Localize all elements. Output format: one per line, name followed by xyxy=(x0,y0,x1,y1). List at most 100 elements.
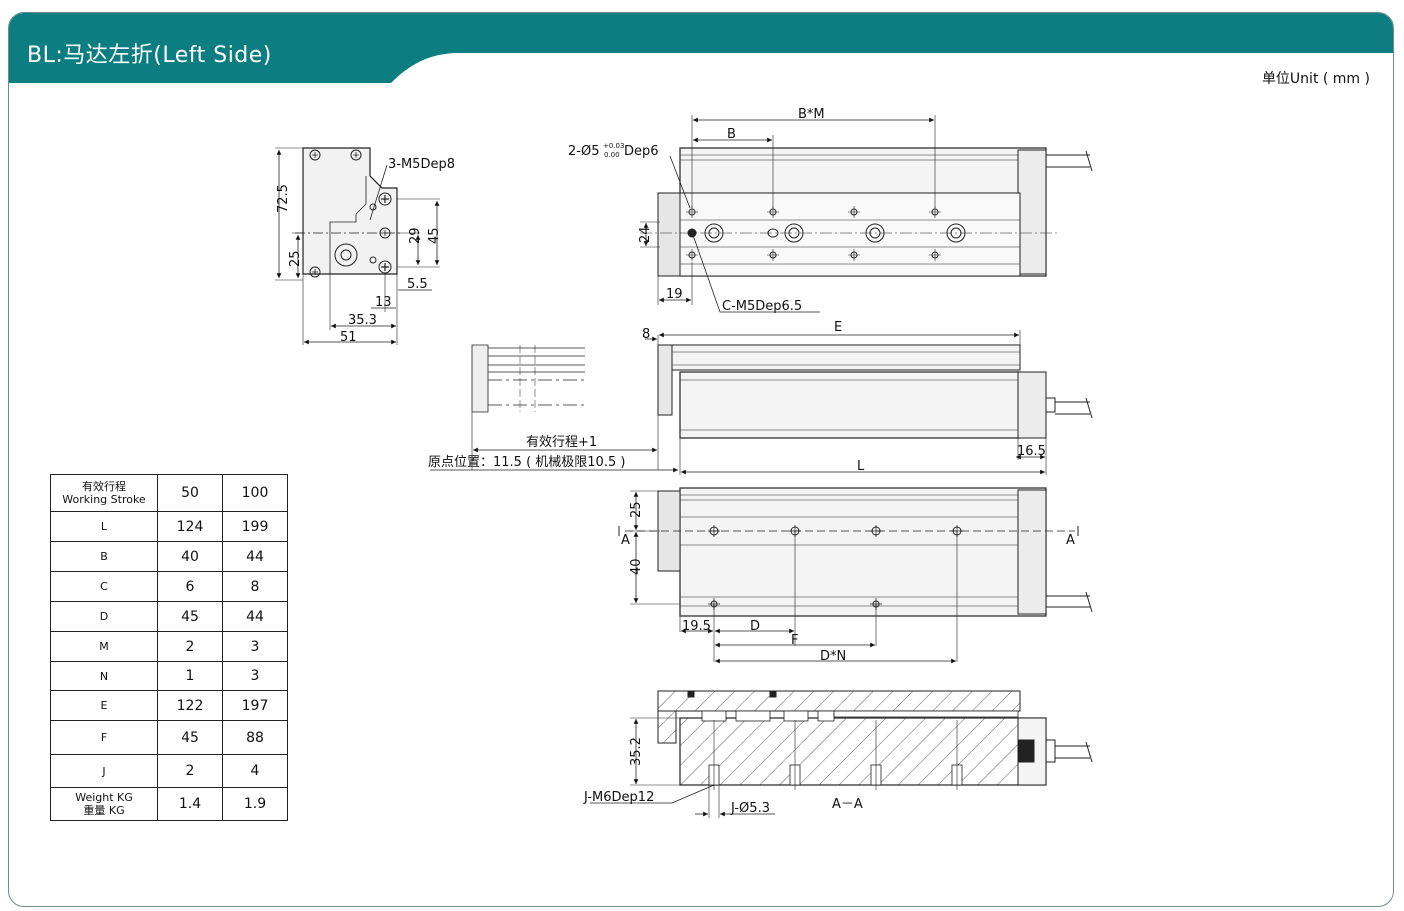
dim-label-72-5: 72.5 xyxy=(276,184,291,213)
top-view-end-block xyxy=(657,192,681,277)
pin-hole-icon xyxy=(687,228,697,238)
spec-row-l: L 124 199 xyxy=(50,511,288,542)
spec-row-value: 124 xyxy=(157,511,223,542)
tap-hole-icon xyxy=(929,249,941,261)
rail-gap xyxy=(833,710,1019,718)
mount-hole-icon xyxy=(350,149,362,161)
spec-header-label-cn: 有效行程 xyxy=(82,480,126,493)
end-view xyxy=(275,147,440,345)
spec-row-label: J xyxy=(50,754,158,788)
dim-label-8: 8 xyxy=(642,327,650,342)
dim-label-25: 25 xyxy=(629,501,644,518)
spec-row-n: N 1 3 xyxy=(50,661,288,691)
end-view-hole-callout: 3-M5Dep8 xyxy=(388,157,455,172)
spec-footer-label-en: Weight KG xyxy=(75,791,133,804)
pin-callout: 2-Ø5 xyxy=(568,144,599,159)
bottom-view xyxy=(618,487,1093,664)
top-view-slider xyxy=(679,192,1021,277)
mount-hole-icon xyxy=(309,266,321,278)
dim-label-13: 13 xyxy=(375,295,392,310)
spec-footer-value: 1.9 xyxy=(222,787,288,821)
header-band xyxy=(9,13,1393,83)
spec-header-label-en: Working Stroke xyxy=(62,493,146,506)
section-view-body xyxy=(679,717,1047,786)
bolt-hole-icon xyxy=(784,223,804,243)
bolt-slot xyxy=(817,710,835,722)
dim-label-24: 24 xyxy=(638,226,653,243)
section-view-sensor xyxy=(1017,739,1035,763)
spec-row-j: J 2 4 xyxy=(50,754,288,788)
tap-hole-icon xyxy=(848,206,860,218)
dim-label-16-5: 16.5 xyxy=(1017,444,1046,459)
pin-slot-icon xyxy=(767,228,779,238)
dim-label-e: E xyxy=(834,320,842,335)
mount-hole-icon xyxy=(378,260,392,274)
small-bolt-icon xyxy=(687,690,777,698)
tap-hole-icon xyxy=(767,249,779,261)
stroke-label: 有效行程+1 xyxy=(526,435,597,450)
tap-hole-icon xyxy=(929,206,941,218)
spec-row-e: E 122 197 xyxy=(50,690,288,721)
end-view-recess xyxy=(329,176,367,274)
end-view-body xyxy=(302,147,398,275)
dim-label-19: 19 xyxy=(666,287,683,302)
spec-row-b: B 40 44 xyxy=(50,541,288,572)
pin-depth: Dep6 xyxy=(624,144,659,159)
section-view xyxy=(590,690,1093,818)
tap-hole-icon xyxy=(369,256,377,264)
spec-row-f: F 45 88 xyxy=(50,720,288,755)
spec-row-value: 199 xyxy=(222,511,288,542)
dim-label-f: F xyxy=(791,633,798,648)
section-mark-left: A xyxy=(621,533,630,548)
section-view-center-lines xyxy=(713,720,958,790)
spec-header-value: 50 xyxy=(157,474,223,512)
side-view-body xyxy=(679,371,1021,439)
spec-table: 有效行程 Working Stroke 50 100 L 124 199 B 4… xyxy=(50,474,288,821)
tap-callout: C-M5Dep6.5 xyxy=(722,299,802,314)
spec-row-value: 3 xyxy=(222,661,288,691)
extension-lines xyxy=(640,115,936,305)
side-view-motor xyxy=(1017,371,1047,439)
spec-row-value: 88 xyxy=(222,720,288,755)
dim-label-29: 29 xyxy=(408,227,423,244)
bolt-slot xyxy=(701,710,727,722)
spec-row-label: F xyxy=(50,720,158,755)
origin-label: 原点位置：11.5 ( 机械极限10.5 ) xyxy=(428,455,625,470)
dim-label-35-3: 35.3 xyxy=(348,313,377,328)
page-title: BL:马达左折(Left Side) xyxy=(27,43,272,68)
extension-lines xyxy=(275,147,440,345)
cable-icon xyxy=(1046,739,1093,763)
dim-label-5-5: 5.5 xyxy=(407,277,428,292)
cable-icon xyxy=(1046,591,1093,613)
side-view-rail-lines xyxy=(672,351,1020,431)
dim-label-l: L xyxy=(857,459,865,474)
top-view xyxy=(640,115,1093,313)
top-view-motor-cap xyxy=(1017,149,1047,275)
unit-label: 单位Unit ( mm ) xyxy=(1261,71,1370,87)
dim-label-19-5: 19.5 xyxy=(682,619,711,634)
spec-row-d: D 45 44 xyxy=(50,601,288,632)
cable-icon xyxy=(1046,150,1093,172)
section-view-top-plate xyxy=(657,690,1021,712)
section-hole-callout: J-Ø5.3 xyxy=(730,801,770,816)
bolt-hole-icon xyxy=(870,525,882,537)
side-view-end-plate xyxy=(657,344,673,416)
dim-label-dn: D*N xyxy=(820,649,846,664)
side-view xyxy=(430,330,1093,475)
bolt-hole-icon xyxy=(865,223,885,243)
spec-row-value: 2 xyxy=(157,631,223,662)
spec-row-value: 8 xyxy=(222,571,288,602)
cable-icon xyxy=(1046,397,1093,419)
section-mark-right: A xyxy=(1066,533,1075,548)
bolt-hole-icon xyxy=(708,525,720,537)
spec-row-c: C 6 8 xyxy=(50,571,288,602)
spec-row-value: 122 xyxy=(157,690,223,721)
pin-tolerance-upper: +0.03 xyxy=(603,142,624,150)
dim-label-45: 45 xyxy=(427,227,442,244)
bottom-view-motor xyxy=(1017,489,1047,615)
dim-label-40: 40 xyxy=(629,558,644,575)
bolt-slot xyxy=(735,710,771,722)
dim-label-bm: B*M xyxy=(798,107,825,122)
spec-footer-label: Weight KG 重量 KG xyxy=(50,787,158,821)
section-view-end-plate xyxy=(657,710,677,744)
